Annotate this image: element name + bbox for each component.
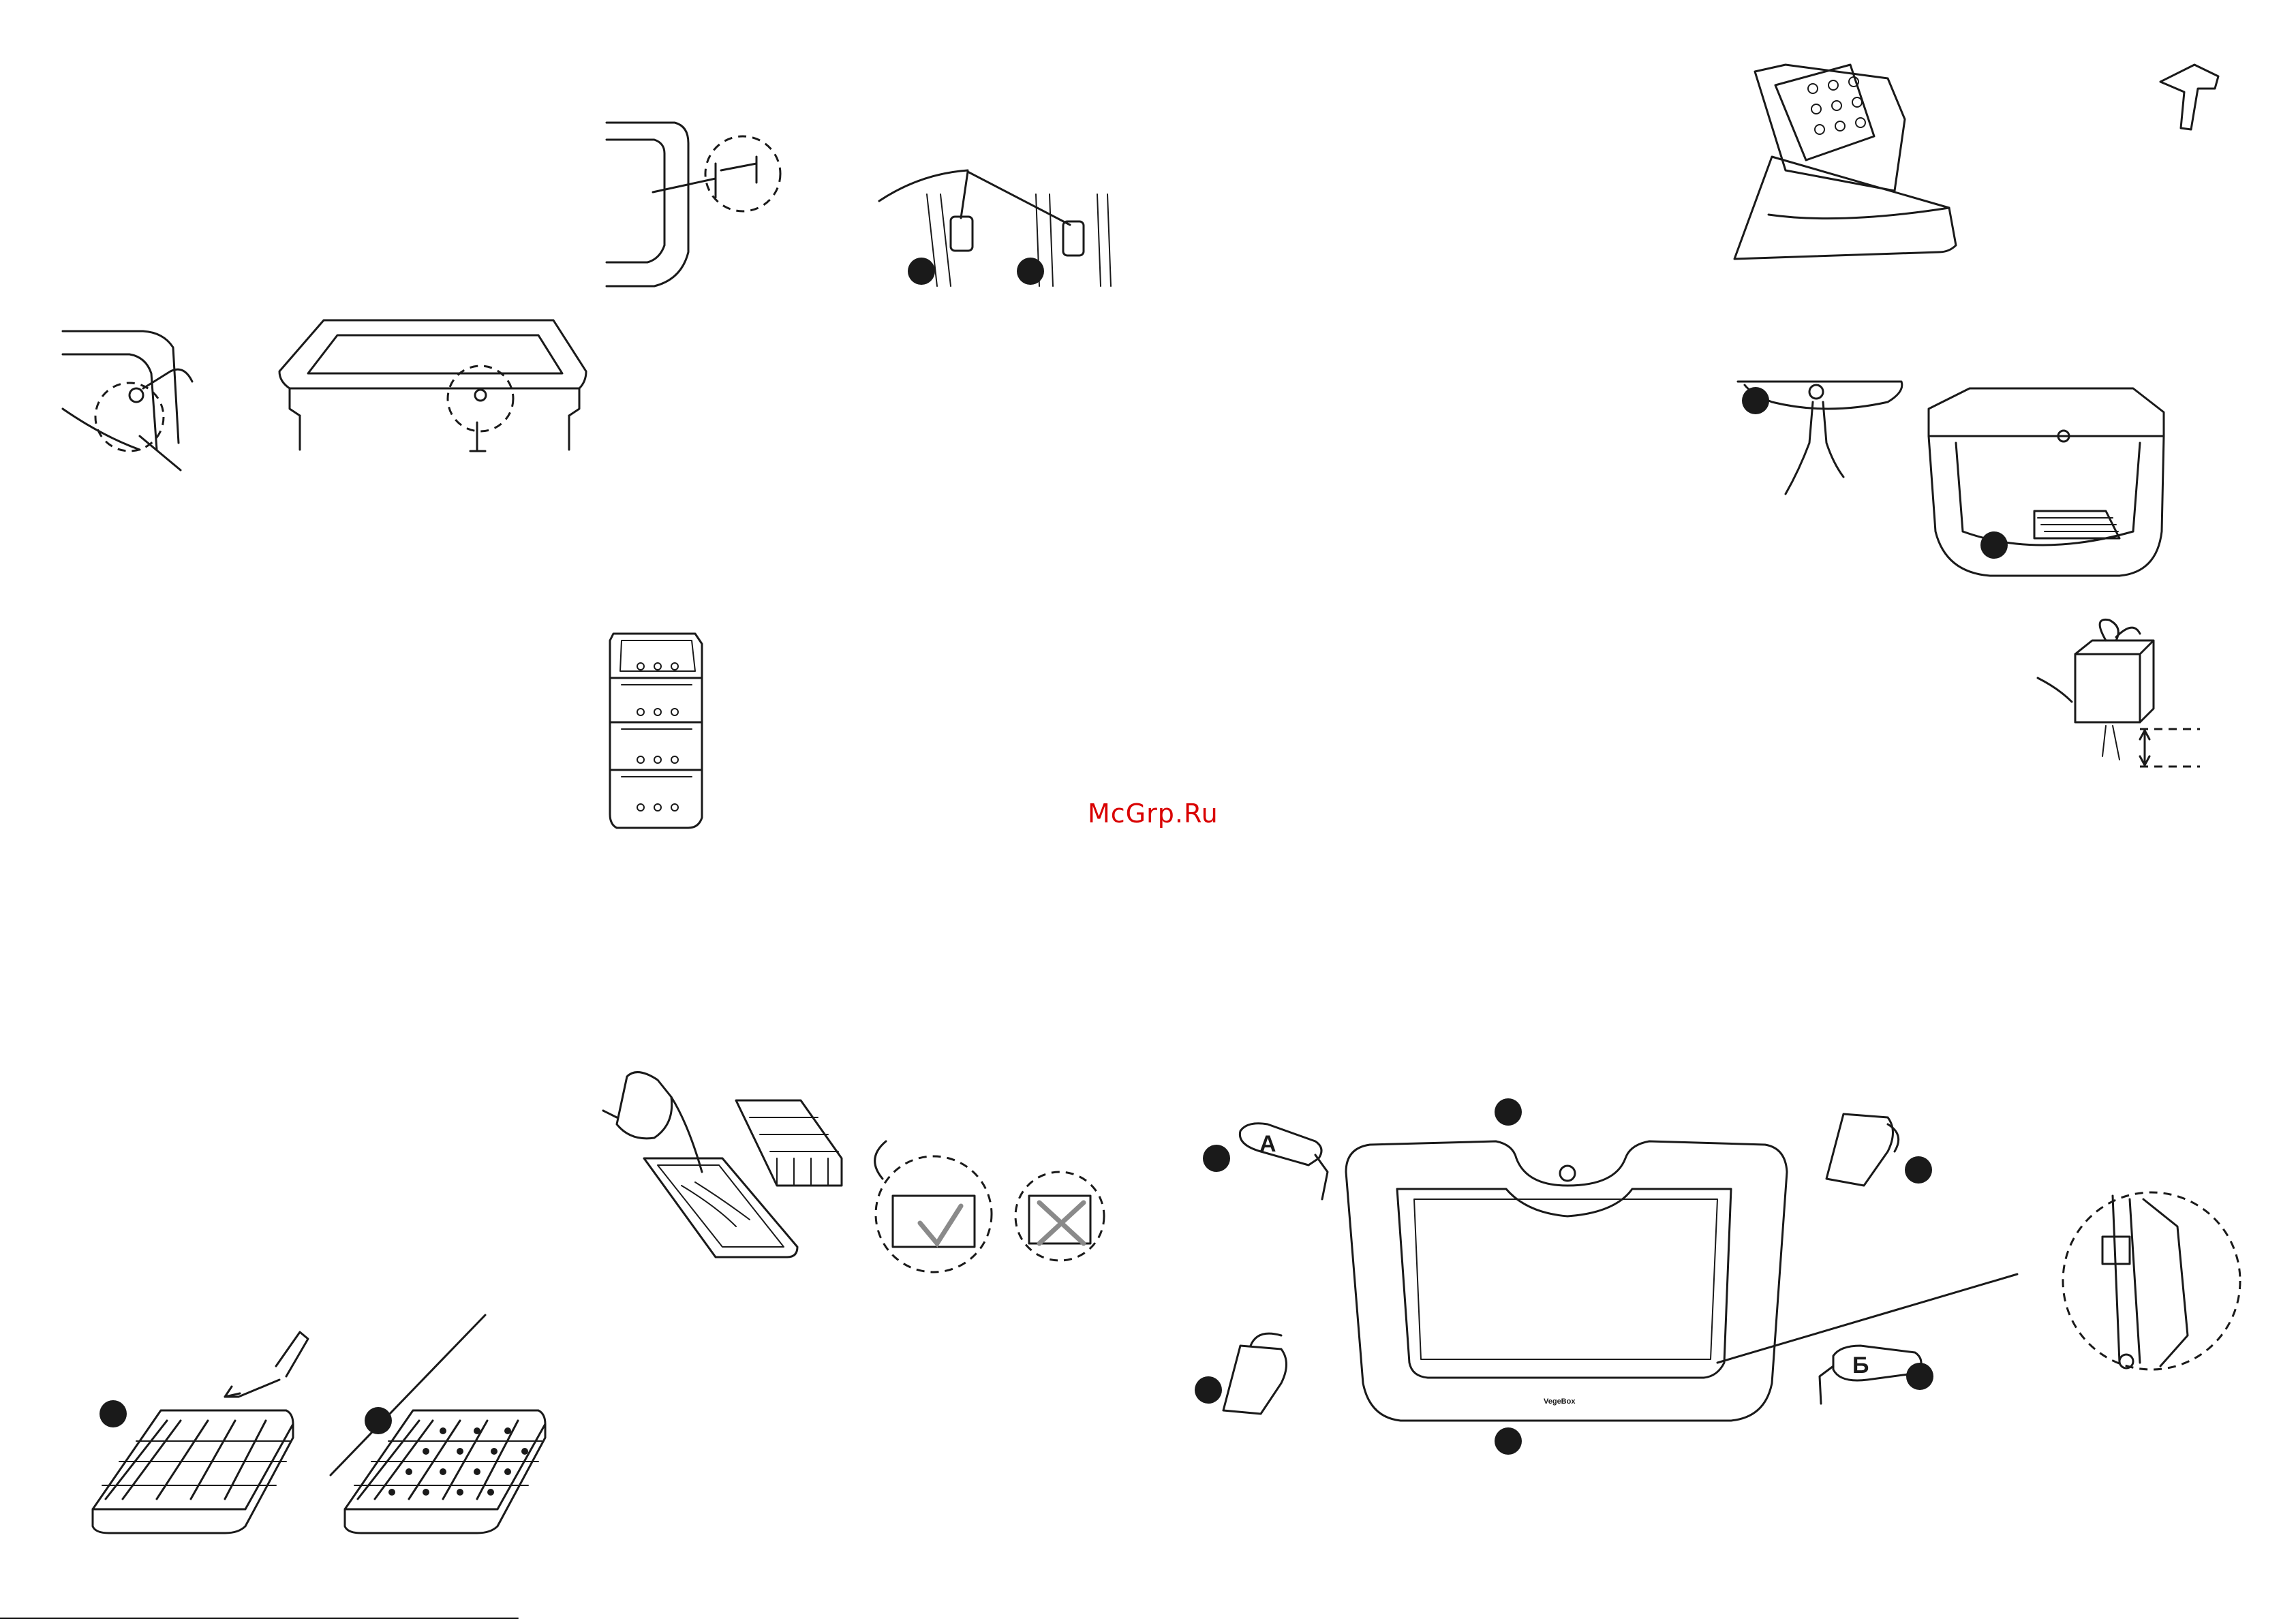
lid-illustration <box>279 320 586 451</box>
watermark: McGrp.Ru <box>1088 799 1219 829</box>
jug-top-right-illustration <box>1826 1114 1932 1186</box>
seed-tray-illustration <box>93 1332 308 1533</box>
label-a: А <box>1259 1131 1276 1157</box>
planted-tray-illustration <box>331 1315 545 1533</box>
seed-cube-illustration <box>2038 619 2200 767</box>
box-top-view-illustration: VegeBox <box>1346 1098 2017 1455</box>
label-b: Б <box>1852 1352 1869 1378</box>
plant-tag-illustration <box>2160 65 2218 129</box>
side-clip-illustration <box>607 123 780 286</box>
bottle-b-illustration: Б <box>1820 1346 1933 1404</box>
stacked-units-illustration <box>610 634 702 828</box>
edge-detail-illustration <box>2063 1192 2240 1370</box>
soak-cubes-illustration <box>603 1072 1104 1272</box>
hooks-illustration <box>879 170 1111 286</box>
box-perspective-illustration <box>1929 388 2164 576</box>
button-press-illustration <box>1738 382 1902 494</box>
jug-bottom-left-illustration <box>1195 1333 1287 1414</box>
brand-label: VegeBox <box>1544 1397 1576 1406</box>
bottle-a-illustration: А <box>1203 1124 1328 1199</box>
latch-detail-illustration <box>63 331 192 470</box>
box-with-tray-illustration <box>1734 65 1956 259</box>
